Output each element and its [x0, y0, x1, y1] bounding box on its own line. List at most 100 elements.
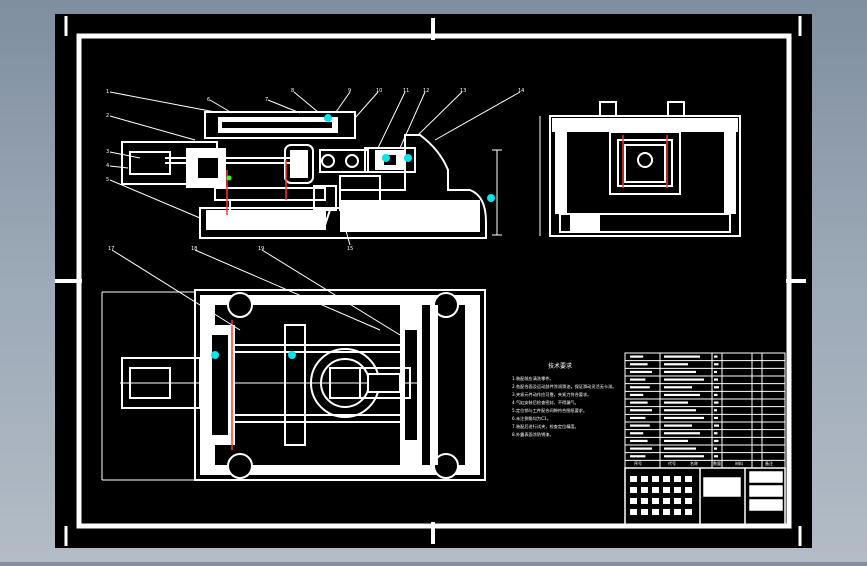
parts-row-text — [664, 363, 688, 366]
top-view — [101, 289, 486, 481]
svg-text:代号: 代号 — [668, 460, 676, 466]
title-block-cell — [641, 498, 648, 504]
parts-row-text — [664, 416, 704, 420]
svg-text:1: 1 — [106, 89, 109, 95]
svg-text:3.夹紧元件动作应可靠，夹紧力符合要求。: 3.夹紧元件动作应可靠，夹紧力符合要求。 — [512, 391, 591, 398]
parts-row-text — [630, 416, 646, 420]
parts-row-text — [630, 424, 650, 427]
parts-row-text — [714, 447, 717, 450]
svg-text:2: 2 — [106, 113, 109, 119]
parts-row-text — [664, 432, 700, 435]
corner-ticks — [64, 16, 802, 546]
title-block-cell — [685, 509, 692, 515]
title-block-cell — [630, 476, 637, 482]
leader-numbers-bottom: 17 18 19 — [108, 246, 264, 252]
parts-row-text — [630, 455, 646, 458]
svg-text:8.外露表面涂防锈漆。: 8.外露表面涂防锈漆。 — [512, 431, 554, 438]
parts-row-text — [714, 416, 718, 420]
parts-row-text — [664, 370, 696, 374]
title-block-cell — [641, 509, 648, 515]
parts-row-text — [630, 401, 648, 404]
title-block-cell — [652, 487, 659, 493]
svg-text:6: 6 — [207, 97, 210, 103]
parts-row-text — [714, 401, 719, 404]
parts-row-text — [664, 355, 700, 358]
parts-row-text — [630, 355, 644, 358]
parts-row-text — [714, 409, 717, 412]
parts-row-text — [664, 409, 696, 412]
parts-row-text — [664, 386, 692, 389]
technical-notes: 技术要求 1.装配前应清洗零件。 2.各配合面及运动部件涂润滑油，保证滑动灵活无… — [512, 362, 617, 438]
parts-row-text — [714, 363, 719, 366]
title-block-cell — [674, 509, 681, 515]
title-block-cell — [663, 487, 670, 493]
title-block-cell — [630, 509, 637, 515]
parts-row-text — [714, 424, 719, 427]
parts-row-text — [630, 432, 644, 435]
parts-list-fills — [630, 355, 719, 458]
parts-row-text — [714, 378, 718, 381]
parts-row-text — [630, 370, 652, 374]
title-block-cell — [652, 476, 659, 482]
parts-row-text — [664, 447, 696, 450]
parts-row-text — [714, 393, 718, 397]
svg-text:8: 8 — [291, 88, 294, 94]
parts-row-text — [664, 455, 704, 458]
svg-text:12: 12 — [423, 88, 429, 94]
parts-row-text — [630, 378, 646, 381]
parts-row-text — [630, 447, 652, 450]
svg-text:14: 14 — [518, 88, 524, 94]
parts-row-text — [630, 439, 648, 443]
title-block-cell — [674, 487, 681, 493]
parts-list — [624, 352, 786, 469]
svg-text:13: 13 — [460, 88, 466, 94]
parts-row-text — [630, 363, 648, 366]
svg-text:7.装配后进行试夹，检查定位精度。: 7.装配后进行试夹，检查定位精度。 — [512, 423, 579, 430]
side-view — [539, 101, 741, 237]
svg-text:11: 11 — [403, 88, 409, 94]
svg-text:材料: 材料 — [735, 460, 743, 466]
title-block-cell — [663, 509, 670, 515]
top-view-accents — [211, 320, 296, 450]
parts-row-text — [714, 370, 717, 374]
parts-row-text — [664, 393, 700, 397]
svg-text:15: 15 — [347, 246, 353, 252]
title-block-cell — [663, 498, 670, 504]
leader-lines-bottom — [111, 249, 401, 336]
parts-row-text — [714, 432, 718, 435]
title-block-cell — [685, 498, 692, 504]
svg-text:3: 3 — [106, 149, 109, 155]
parts-row-text — [630, 386, 650, 389]
title-block-cell — [641, 476, 648, 482]
svg-text:2.各配合面及运动部件涂润滑油，保证滑动灵活无卡滞。: 2.各配合面及运动部件涂润滑油，保证滑动灵活无卡滞。 — [512, 383, 617, 390]
side-view-accents — [622, 135, 668, 188]
parts-row-text — [714, 455, 718, 458]
title-block-cell — [663, 476, 670, 482]
centering-marks — [55, 18, 806, 544]
title-block-cell — [674, 476, 681, 482]
parts-row-text — [664, 378, 704, 381]
svg-text:4.气缸安装后检查密封，不得漏气。: 4.气缸安装后检查密封，不得漏气。 — [512, 399, 579, 406]
parts-row-text — [714, 355, 718, 358]
title-block-cell — [652, 498, 659, 504]
svg-text:19: 19 — [258, 246, 264, 252]
svg-text:序号: 序号 — [634, 460, 642, 466]
notes-title: 技术要求 — [548, 362, 572, 370]
svg-text:6.未注倒角均为C1。: 6.未注倒角均为C1。 — [512, 415, 551, 422]
leader-lines-top — [109, 91, 521, 246]
parts-row-text — [630, 393, 644, 397]
svg-text:18: 18 — [191, 246, 197, 252]
svg-text:7: 7 — [265, 97, 268, 103]
svg-text:数量: 数量 — [713, 460, 721, 466]
parts-row-text — [664, 401, 688, 404]
svg-text:9: 9 — [348, 88, 351, 94]
title-block-cell — [641, 487, 648, 493]
leader-numbers-top: 1 2 3 4 5 6 7 8 9 10 11 12 13 14 15 — [106, 88, 524, 252]
svg-text:4: 4 — [106, 163, 109, 169]
title-block-cell — [630, 498, 637, 504]
parts-row-text — [714, 386, 719, 389]
title-block-header: 序号 代号 名称 数量 材料 备注 — [634, 460, 773, 466]
title-block-cell — [652, 509, 659, 515]
